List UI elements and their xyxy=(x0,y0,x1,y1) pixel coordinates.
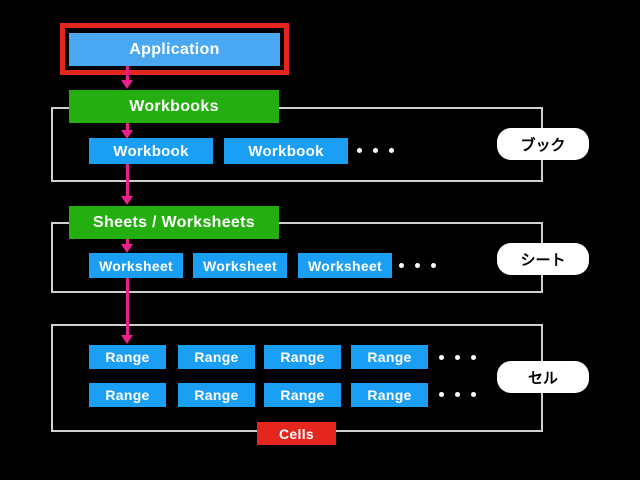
node-range-2-2: Range xyxy=(178,383,255,407)
node-workbooks: Workbooks xyxy=(69,90,279,123)
node-cells: Cells xyxy=(257,422,336,445)
side-label-sheet: シート xyxy=(497,243,589,275)
node-range-1-1: Range xyxy=(89,345,166,369)
node-range-1-3: Range xyxy=(264,345,341,369)
node-workbook-2: Workbook xyxy=(224,138,348,164)
node-range-2-4: Range xyxy=(351,383,428,407)
flow-arrow-workbooks-to-workbook xyxy=(121,123,133,139)
side-label-cell: セル xyxy=(497,361,589,393)
node-worksheet-1: Worksheet xyxy=(89,253,183,278)
flow-arrow-sheets-to-worksheet xyxy=(121,239,133,253)
ellipsis-dots-range-row2 xyxy=(439,392,476,397)
ellipsis-dots-range-row1 xyxy=(439,355,476,360)
node-range-1-4: Range xyxy=(351,345,428,369)
node-worksheet-2: Worksheet xyxy=(193,253,287,278)
ellipsis-dots-workbooks xyxy=(357,148,394,153)
node-application: Application xyxy=(69,33,280,66)
node-range-1-2: Range xyxy=(178,345,255,369)
node-sheets-worksheets: Sheets / Worksheets xyxy=(69,206,279,239)
flow-arrow-worksheet-to-range xyxy=(121,278,133,344)
node-workbook-1: Workbook xyxy=(89,138,213,164)
application-highlight-frame xyxy=(60,23,289,75)
flow-arrow-workbook-to-sheets xyxy=(121,164,133,205)
node-range-2-1: Range xyxy=(89,383,166,407)
flow-arrow-application-to-workbooks xyxy=(121,66,133,89)
side-label-book: ブック xyxy=(497,128,589,160)
node-worksheet-3: Worksheet xyxy=(298,253,392,278)
ellipsis-dots-worksheets xyxy=(399,263,436,268)
node-range-2-3: Range xyxy=(264,383,341,407)
